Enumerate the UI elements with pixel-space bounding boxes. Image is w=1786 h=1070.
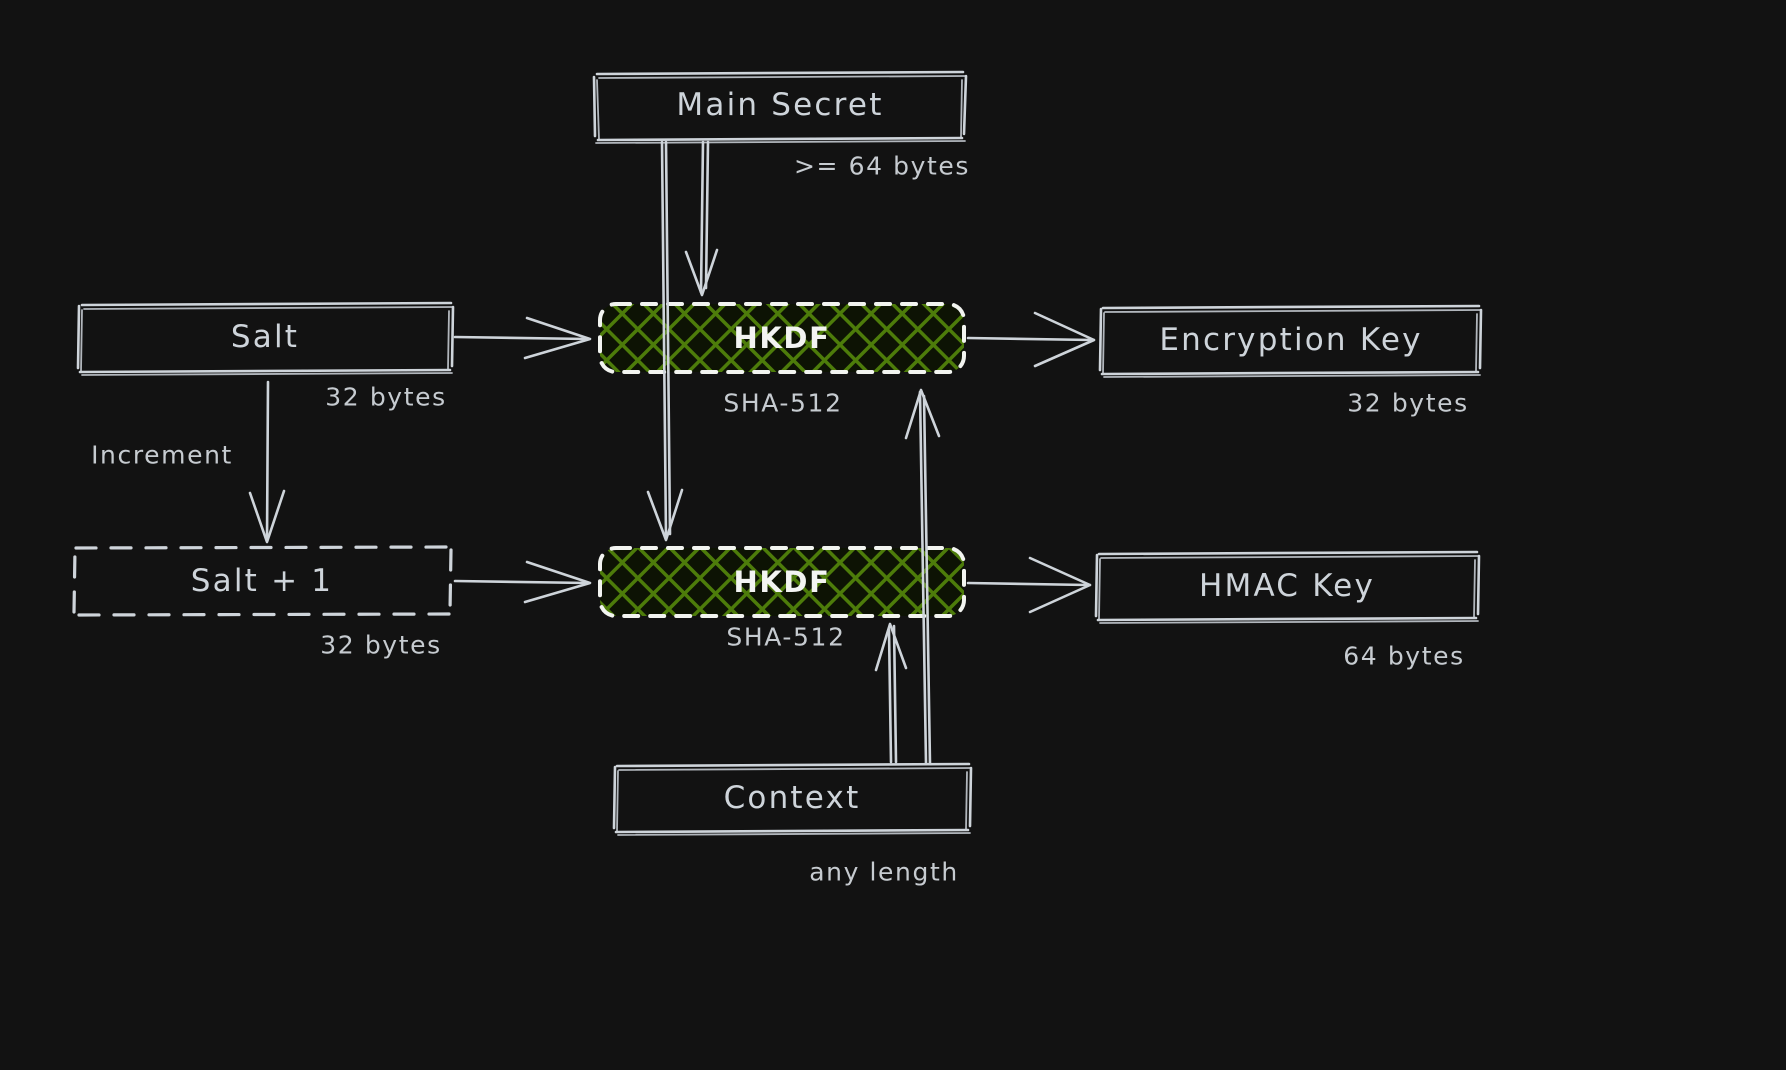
node-salt-plus-one-shape[interactable]: [72, 545, 453, 617]
node-main-secret-shape[interactable]: [592, 70, 968, 144]
edge-main-secret-to-hkdf-top: [684, 140, 719, 297]
edge-context-to-hkdf-top: [904, 388, 941, 766]
node-context-shape[interactable]: [612, 762, 973, 836]
node-salt-shape[interactable]: [76, 301, 455, 376]
node-encryption-key-shape[interactable]: [1098, 304, 1483, 378]
edge-salt-to-hkdf-top: [453, 316, 592, 360]
node-hkdf-bottom-shape[interactable]: [598, 546, 966, 618]
node-hkdf-top-shape[interactable]: [598, 302, 966, 374]
edge-salt-plus-one-to-hkdf-bottom: [453, 560, 592, 604]
node-hmac-key-shape[interactable]: [1094, 550, 1481, 624]
edge-main-secret-to-hkdf-bottom: [646, 140, 684, 542]
edge-hkdf-bottom-to-hmac-key: [966, 556, 1092, 614]
edge-salt-to-salt-plus-one: [248, 380, 286, 544]
edge-context-to-hkdf-bottom: [874, 622, 908, 764]
edge-hkdf-top-to-encryption-key: [966, 311, 1096, 368]
